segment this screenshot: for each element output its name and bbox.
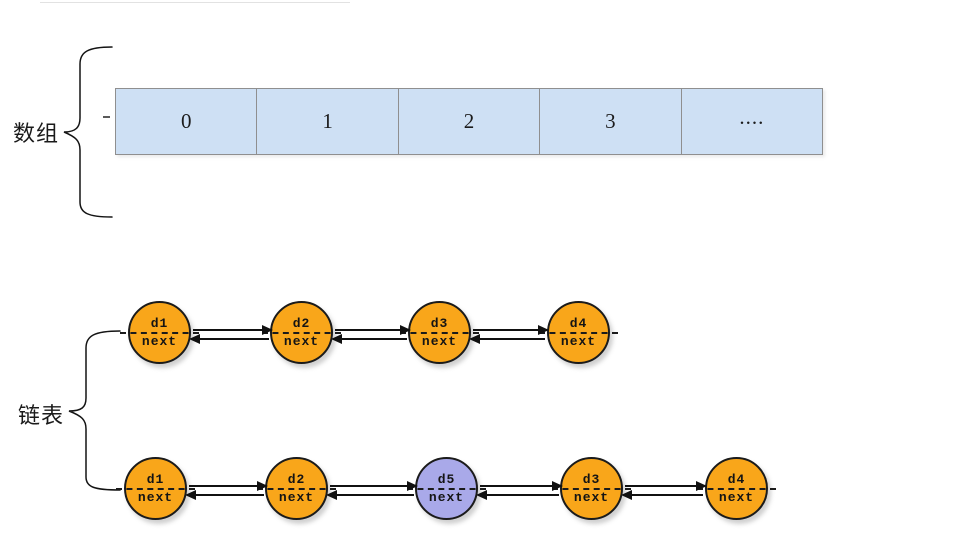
array: 0 1 2 3 ....: [115, 88, 823, 155]
node-sublabel: next: [278, 489, 315, 505]
arrow-left: [331, 334, 407, 344]
arrow-left: [469, 334, 545, 344]
list-node-r2-d1: d1 next: [116, 457, 195, 520]
array-tick-mark: [103, 116, 110, 118]
arrow-left: [185, 490, 264, 500]
list-node-r1-d2: d2 next: [262, 301, 341, 364]
node-divider: [552, 487, 631, 490]
node-label: d3: [430, 315, 449, 331]
arrowhead-right-icon: [400, 325, 411, 335]
array-cell-value: ....: [739, 105, 765, 129]
list-node-r1-d3: d3 next: [400, 301, 479, 364]
node-label: d1: [150, 315, 169, 331]
node-label: d2: [292, 315, 311, 331]
arrowhead-right-icon: [262, 325, 273, 335]
node-divider: [407, 487, 486, 490]
array-section-label: 数组: [13, 121, 60, 146]
node-divider: [120, 331, 199, 334]
array-cell-1: 1: [257, 89, 399, 154]
node-sublabel: next: [718, 489, 755, 505]
node-divider: [262, 331, 341, 334]
arrowhead-left-icon: [469, 334, 480, 344]
array-cell-value: 1: [322, 109, 333, 133]
node-label: d5: [437, 471, 456, 487]
node-sublabel: next: [573, 489, 610, 505]
arrowhead-left-icon: [189, 334, 200, 344]
node-divider: [697, 487, 776, 490]
node-sublabel: next: [421, 333, 458, 349]
node-divider: [257, 487, 336, 490]
arrow-right: [193, 325, 273, 335]
node-sublabel: next: [560, 333, 597, 349]
arrow-right: [330, 481, 418, 491]
array-cell-value: 3: [605, 109, 616, 133]
array-cell-0: 0: [116, 89, 258, 154]
arrow-right: [189, 481, 268, 491]
list-node-r1-d4: d4 next: [539, 301, 618, 364]
node-divider: [539, 331, 618, 334]
arrow-right: [473, 325, 549, 335]
array-cell-value: 0: [180, 109, 192, 133]
arrowhead-left-icon: [331, 334, 342, 344]
node-sublabel: next: [137, 489, 174, 505]
node-label: d2: [287, 471, 306, 487]
list-node-r2-d3: d3 next: [552, 457, 631, 520]
arrowhead-left-icon: [621, 490, 632, 500]
arrow-left: [476, 490, 559, 500]
node-label: d1: [146, 471, 165, 487]
arrowhead-right-icon: [538, 325, 549, 335]
arrowhead-right-icon: [552, 481, 563, 491]
list-section-label: 链表: [18, 403, 65, 428]
node-label: d3: [582, 471, 601, 487]
arrow-right: [480, 481, 563, 491]
list-node-r1-d1: d1 next: [120, 301, 199, 364]
node-sublabel: next: [428, 489, 465, 505]
array-cell-value: 2: [463, 109, 475, 133]
list-brace: [68, 330, 121, 491]
arrow-left: [326, 490, 414, 500]
arrowhead-left-icon: [326, 490, 337, 500]
arrowhead-left-icon: [476, 490, 487, 500]
top-divider-line: [40, 2, 350, 3]
list-node-r2-d4: d4 next: [697, 457, 776, 520]
arrow-left: [621, 490, 703, 500]
arrow-right: [625, 481, 707, 491]
list-node-r2-d2: d2 next: [257, 457, 336, 520]
node-divider: [116, 487, 195, 490]
arrowhead-left-icon: [185, 490, 196, 500]
array-cell-3: 3: [540, 89, 682, 154]
arrowhead-right-icon: [407, 481, 418, 491]
arrowhead-right-icon: [696, 481, 707, 491]
node-label: d4: [569, 315, 588, 331]
node-label: d4: [727, 471, 746, 487]
list-node-r2-d5: d5 next: [407, 457, 486, 520]
array-brace: [63, 46, 113, 218]
node-sublabel: next: [283, 333, 320, 349]
node-divider: [400, 331, 479, 334]
arrow-left: [189, 334, 269, 344]
array-cell-2: 2: [399, 89, 541, 154]
array-cell-4: ....: [682, 89, 822, 154]
arrow-right: [335, 325, 411, 335]
arrowhead-right-icon: [257, 481, 268, 491]
node-sublabel: next: [141, 333, 178, 349]
